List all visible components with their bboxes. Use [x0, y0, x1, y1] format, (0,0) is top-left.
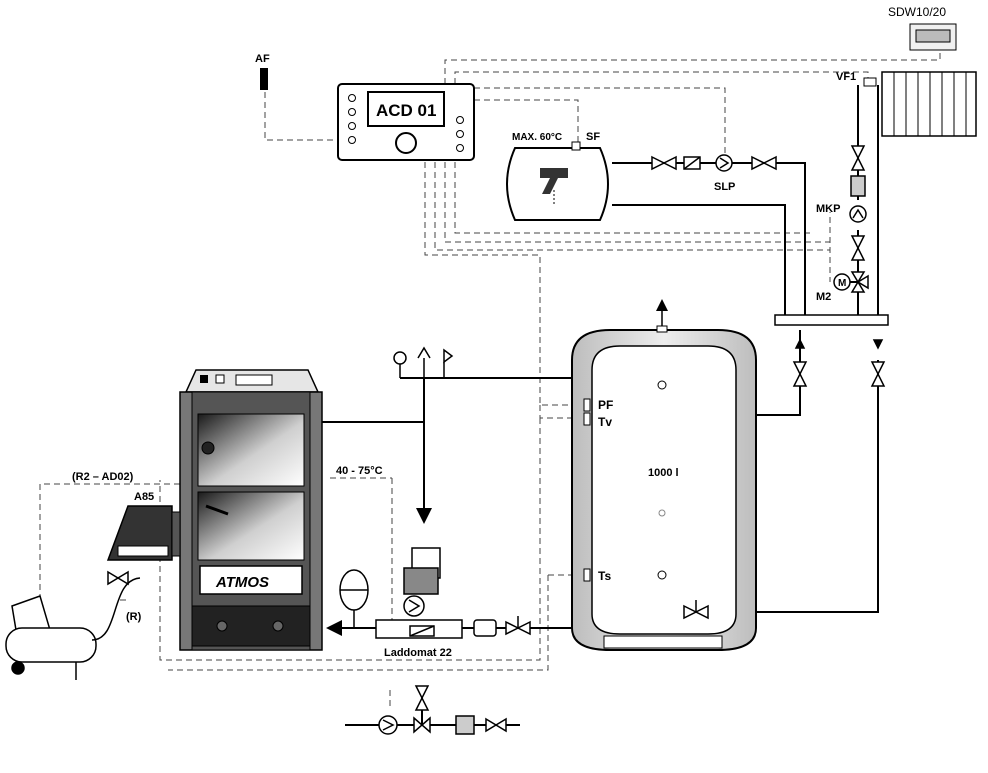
- mixing-group: [833, 145, 869, 293]
- distributor-header: [774, 314, 889, 326]
- return-filter-valve: [473, 616, 531, 637]
- sdw-label: SDW10/20: [888, 5, 946, 19]
- vf1-label: VF1: [836, 71, 856, 83]
- boiler-brand: ATMOS: [215, 574, 269, 591]
- r-label: (R): [126, 611, 142, 623]
- dhw-storage-tank: [506, 141, 609, 221]
- laddomat-label: Laddomat 22: [384, 647, 452, 659]
- af-sensor: [260, 68, 268, 90]
- ts-label: Ts: [598, 569, 611, 583]
- expansion-vessel: [339, 569, 369, 628]
- af-label: AF: [255, 53, 270, 65]
- safety-group: [393, 346, 454, 378]
- slp-pump-group: [651, 154, 777, 172]
- max-temp-label: MAX. 60°C: [512, 132, 562, 143]
- r2-ad02-label: (R2 – AD02): [72, 471, 134, 483]
- a85-burner: [106, 505, 181, 561]
- bottom-pump-group: [378, 685, 507, 735]
- tv-sensor: [583, 412, 591, 426]
- laddomat-22: [375, 547, 463, 639]
- distributor-valves: [792, 338, 886, 387]
- control-wiring: [39, 52, 941, 710]
- acd01-title: ACD 01: [376, 101, 436, 120]
- slp-label: SLP: [714, 181, 735, 193]
- pf-sensor: [583, 398, 591, 412]
- pf-label: PF: [598, 398, 613, 412]
- tank-bottom-valve: [683, 600, 709, 620]
- buffer-tank: [571, 299, 757, 651]
- radiator: [863, 71, 977, 137]
- mkp-label: MKP: [816, 203, 840, 215]
- temp-range-label: 40 - 75°C: [336, 465, 383, 477]
- acd01-controller: [337, 83, 475, 161]
- sdw-display: [915, 29, 951, 43]
- compressor: [5, 570, 141, 680]
- tv-label: Tv: [598, 415, 612, 429]
- m2-motor-letter: M: [838, 278, 846, 289]
- ts-sensor: [583, 568, 591, 582]
- sf-label: SF: [586, 131, 600, 143]
- a85-label: A85: [134, 491, 154, 503]
- tank-volume-label: 1000 l: [648, 467, 679, 479]
- m2-label: M2: [816, 291, 831, 303]
- atmos-boiler: [179, 369, 323, 651]
